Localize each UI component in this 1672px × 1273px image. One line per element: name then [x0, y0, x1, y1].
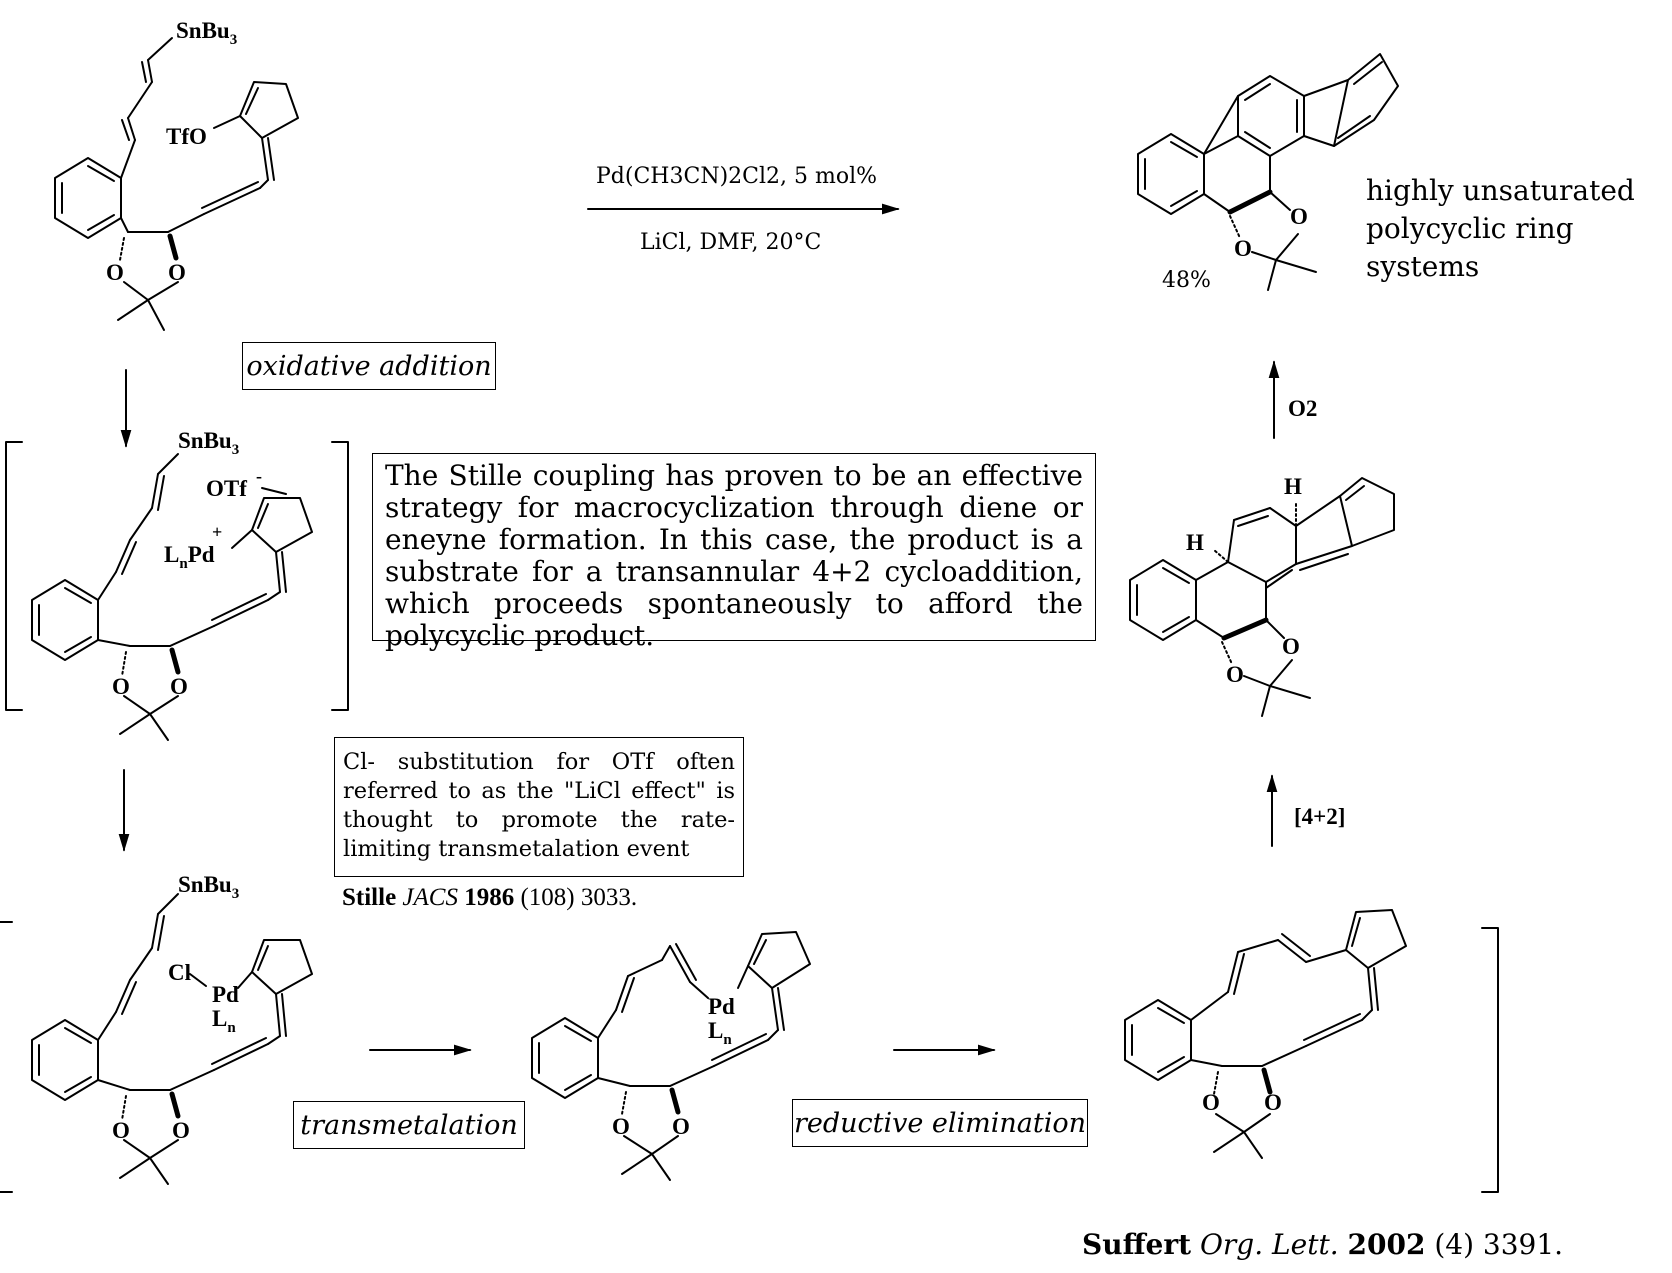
pr-o-right-label: O [1290, 204, 1308, 229]
i1-o-left-label: O [112, 674, 130, 699]
sm-tfo-label: TfO [166, 124, 207, 149]
da-o-left-label: O [1226, 662, 1244, 687]
i2-o-left-label: O [112, 1118, 130, 1143]
i1-otf-label: OTf [206, 476, 247, 501]
suffert-reference: Suffert Org. Lett. 2002 (4) 3391. [1082, 1228, 1564, 1261]
i2-snbu3-label: SnBu3 [178, 872, 239, 902]
i3-pd-label: Pd [708, 994, 735, 1019]
product-structure [1137, 53, 1399, 291]
macrocycle-structure [1124, 909, 1407, 1159]
pr-o-left-label: O [1234, 236, 1252, 261]
i1-o-right-label: O [170, 674, 188, 699]
o2-arrow-label: O2 [1288, 396, 1317, 421]
i1-snbu3-label: SnBu3 [178, 428, 239, 458]
licl-effect-note: Cl- substitution for OTf often referred … [334, 737, 744, 877]
mc-o-left-label: O [1202, 1090, 1220, 1115]
i3-o-right-label: O [672, 1114, 690, 1139]
oxidative-addition-box: oxidative addition [242, 342, 496, 390]
da-o-right-label: O [1282, 634, 1300, 659]
intermediate-pd-cl-structure [31, 893, 313, 1185]
product-caption-line-2: polycyclic ring systems [1366, 212, 1574, 283]
stille-reference: Stille JACS 1986 (108) 3033. [342, 884, 638, 911]
i3-o-left-label: O [612, 1114, 630, 1139]
conditions-above-arrow: Pd(CH3CN)2Cl2, 5 mol% [596, 164, 878, 189]
i2-ln-label: Ln [212, 1006, 236, 1036]
intermediate-pd-diene-structure [531, 931, 811, 1181]
da-h-top-label: H [1284, 474, 1302, 499]
conditions-below-arrow: LiCl, DMF, 20°C [640, 230, 822, 255]
i1-lnpd-label: LnPd [164, 542, 215, 572]
sm-snbu3-label: SnBu3 [176, 18, 237, 48]
sm-o-left-label: O [106, 260, 124, 285]
da-h-left-label: H [1186, 530, 1204, 555]
cycloadduct-structure [1129, 477, 1395, 717]
reductive-elimination-box: reductive elimination [792, 1099, 1088, 1147]
i1-plus-label: + [212, 522, 222, 542]
stille-macrocyclization-note: The Stille coupling has proven to be an … [372, 453, 1096, 652]
i3-ln-label: Ln [708, 1018, 732, 1048]
transmetalation-box: transmetalation [293, 1101, 525, 1149]
yield-label: 48% [1162, 268, 1211, 293]
starting-material-structure [54, 37, 299, 331]
intermediate-pd-otf-structure [31, 453, 313, 741]
product-caption: highly unsaturated polycyclic ring syste… [1366, 172, 1672, 286]
product-caption-line-1: highly unsaturated [1366, 174, 1635, 207]
i2-o-right-label: O [172, 1118, 190, 1143]
mc-o-right-label: O [1264, 1090, 1282, 1115]
i2-pd-label: Pd [212, 982, 239, 1007]
cycloaddition-arrow-label: [4+2] [1294, 804, 1345, 829]
i2-cl-label: Cl [168, 960, 191, 985]
sm-o-right-label: O [168, 260, 186, 285]
i1-minus-label: - [256, 466, 262, 486]
